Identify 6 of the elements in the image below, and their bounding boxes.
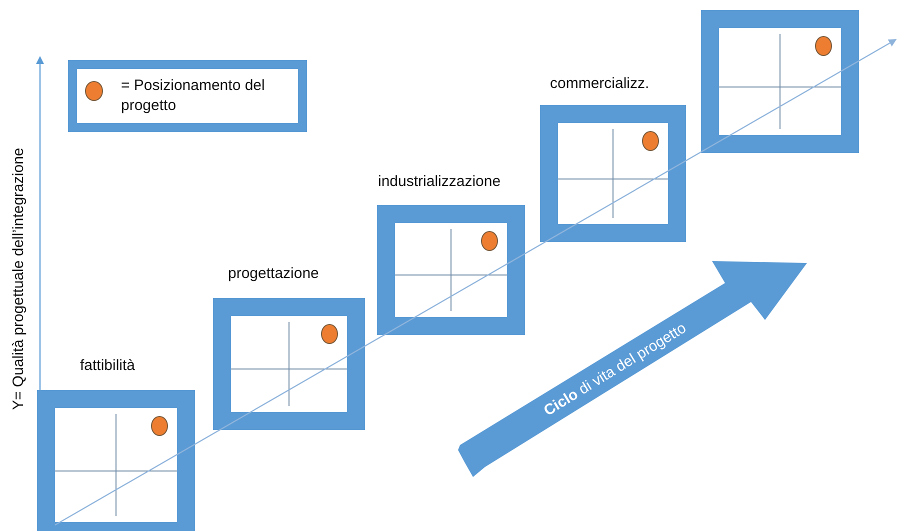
stage-label: commercializz. xyxy=(550,75,650,92)
stage-label: progettazione xyxy=(228,265,319,282)
stage-label: industrializzazione xyxy=(378,173,501,190)
axis-label: Y= Qualità progettuale dell’integrazione xyxy=(10,148,27,410)
stage-label: fattibilità xyxy=(80,357,136,374)
legend-text: = Posizionamento del progetto xyxy=(121,76,266,116)
